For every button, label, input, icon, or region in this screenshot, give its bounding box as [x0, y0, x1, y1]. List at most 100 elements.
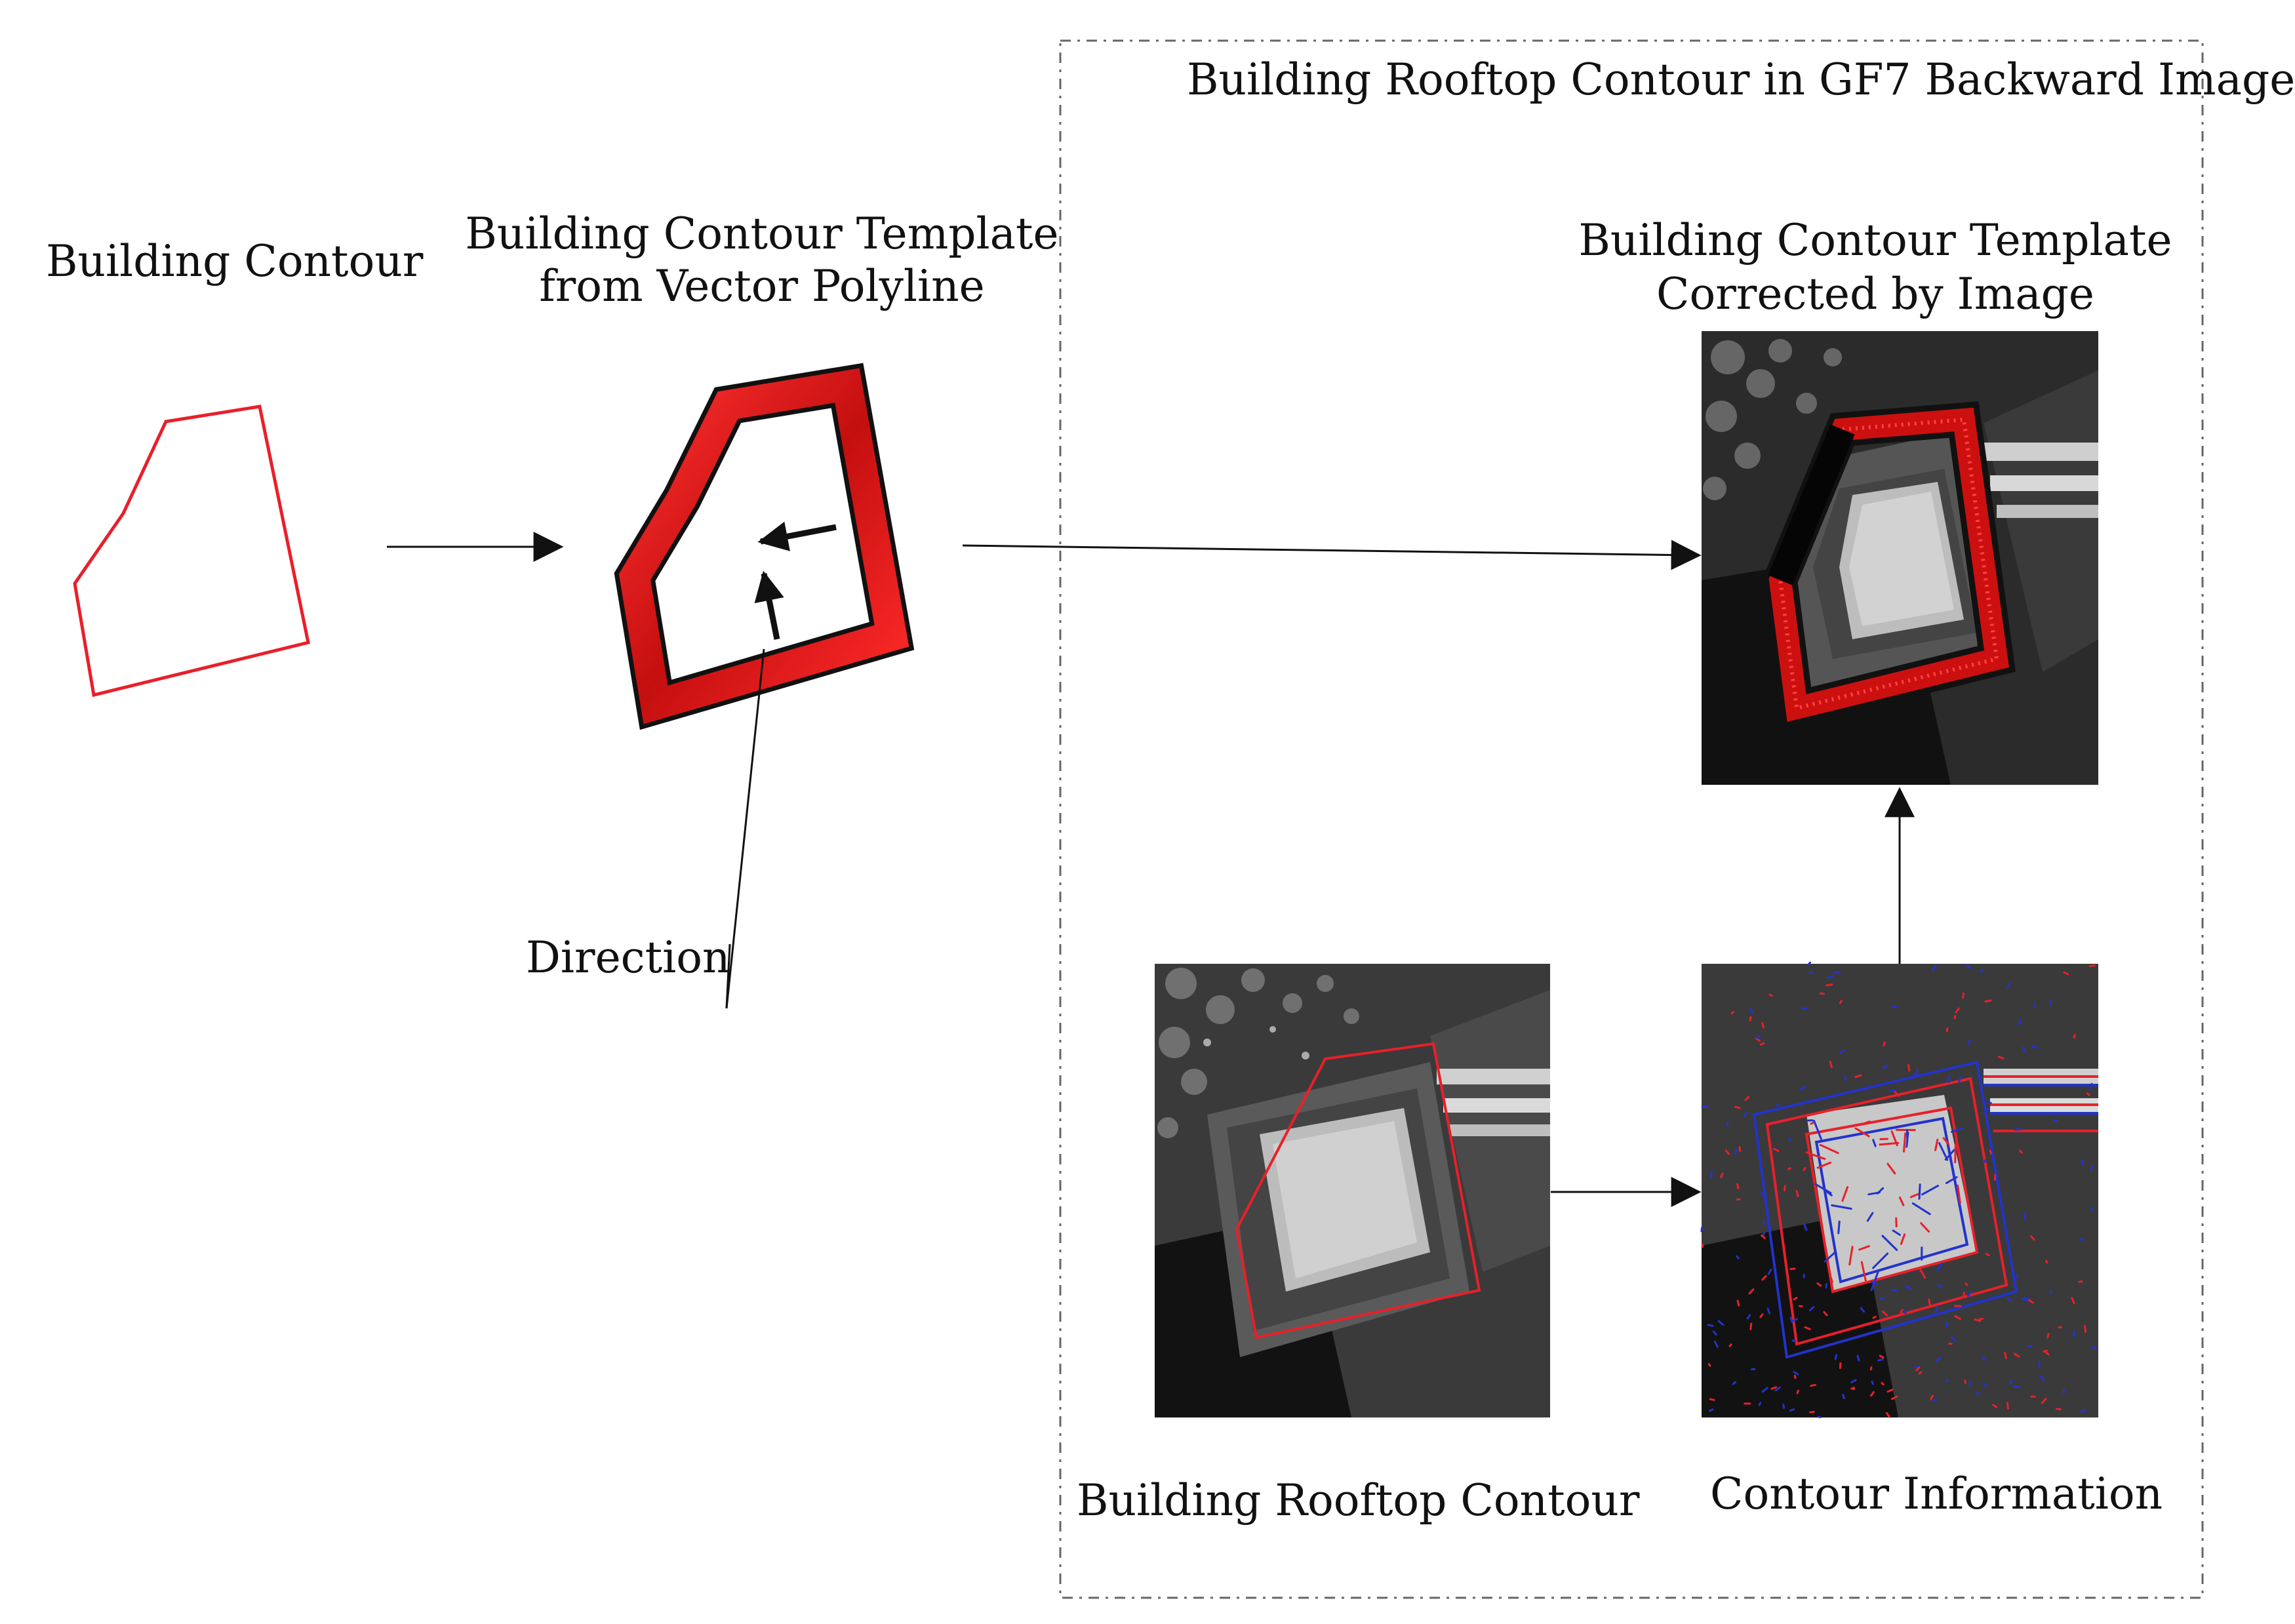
edge-fragment — [1761, 1234, 1766, 1239]
edge-fragment — [2058, 1326, 2062, 1329]
edge-fragment — [1760, 1191, 1764, 1197]
edge-fragment — [1946, 1379, 1949, 1383]
edge-fragment — [1776, 1103, 1780, 1107]
edge-fragment — [2071, 1297, 2075, 1305]
edge-fragment — [1854, 1127, 1870, 1138]
edge-fragment — [1920, 1222, 1930, 1233]
edge-fragment — [1944, 1149, 1956, 1161]
edge-fragment — [1860, 1120, 1871, 1126]
edge-fragment — [1957, 1184, 1961, 1204]
edge-fragment — [1763, 1221, 1766, 1225]
contour-template-shape — [614, 363, 915, 730]
edge-fragment — [1824, 1251, 1837, 1263]
edge-fragment — [2090, 1082, 2093, 1090]
edge-fragment — [1814, 1183, 1832, 1194]
edge-fragment — [1938, 1142, 1949, 1161]
edge-fragment — [1837, 1220, 1841, 1235]
edge-fragment — [1736, 1183, 1740, 1189]
edge-fragment — [1783, 1185, 1786, 1191]
edge-fragment — [1726, 1121, 1729, 1126]
edge-fragment — [1819, 1143, 1839, 1155]
edge-fragment — [1909, 1192, 1921, 1198]
edge-fragment — [1989, 1149, 1993, 1155]
edge-fragment — [1744, 1096, 1750, 1101]
edge-fragment — [1930, 1395, 1934, 1400]
edge-fragment — [2022, 1046, 2027, 1053]
edge-fragment — [1900, 1309, 1904, 1314]
edge-fragment — [2063, 971, 2069, 976]
edge-fragment — [1744, 1111, 1747, 1117]
edge-fragment — [1881, 1235, 1898, 1251]
edge-fragment — [1934, 1357, 1942, 1362]
edge-fragment — [1962, 992, 1965, 999]
edge-fragment — [1701, 1244, 1704, 1248]
edge-fragment — [1903, 1132, 1907, 1153]
edge-fragment — [1810, 1121, 1814, 1125]
edge-fragment — [1982, 1383, 1987, 1387]
edge-fragment — [1748, 1288, 1755, 1295]
edge-fragment — [1900, 1233, 1906, 1245]
edge-fragment — [1712, 1330, 1717, 1336]
edge-fragment — [1848, 1246, 1854, 1266]
edge-fragment — [1761, 1021, 1765, 1029]
edge-fragment — [1843, 1076, 1847, 1081]
edge-fragment — [1985, 1252, 1990, 1257]
rooftop-contour-image — [1155, 964, 1550, 1417]
edge-fragment — [1808, 1306, 1815, 1311]
edge-fragment — [2014, 1128, 2022, 1131]
edge-fragment — [1856, 1355, 1860, 1362]
edge-fragment — [2073, 1330, 2075, 1337]
edge-fragment — [1921, 1185, 1940, 1196]
edge-fragment — [1833, 971, 1841, 974]
edge-fragment — [2019, 1149, 2023, 1154]
edge-fragment — [2027, 1299, 2034, 1304]
edge-fragment — [1881, 1381, 1885, 1386]
edge-fragment — [1872, 1252, 1889, 1269]
edge-fragment — [1872, 1315, 1877, 1319]
edge-fragment — [1879, 1296, 1885, 1300]
edge-fragment — [1892, 1229, 1901, 1236]
edge-fragment — [1773, 1147, 1780, 1152]
edge-fragment — [1827, 975, 1834, 979]
edge-fragment — [1945, 1176, 1958, 1184]
edge-fragment — [1713, 1340, 1719, 1348]
edge-fragment — [1813, 1119, 1822, 1140]
edge-fragment — [1793, 1370, 1799, 1376]
edge-fragment — [1963, 1292, 1965, 1296]
edge-fragment — [1942, 1137, 1950, 1145]
edge-fragment — [1789, 1408, 1795, 1412]
edge-fragment — [1936, 1262, 1944, 1271]
corrected-template-image — [1702, 331, 2098, 785]
edge-fragment — [1867, 1191, 1881, 1196]
edge-fragment — [1976, 1391, 1980, 1396]
edge-fragment — [1793, 1318, 1798, 1322]
edge-fragment — [2090, 1207, 2094, 1211]
edge-fragment — [1758, 1402, 1762, 1406]
edge-fragment — [1919, 1267, 1926, 1279]
edge-fragment — [1992, 1404, 1998, 1408]
edge-fragment — [1736, 1255, 1740, 1259]
edge-fragment — [1984, 1107, 1991, 1111]
edge-fragment — [2073, 1034, 2076, 1039]
edge-fragment — [2080, 1408, 2086, 1413]
edge-fragment — [2045, 1351, 2050, 1356]
edge-fragment — [1829, 1277, 1833, 1283]
edge-fragment — [1770, 1386, 1778, 1390]
edge-fragment — [1854, 1074, 1862, 1079]
contour-information-image — [1700, 961, 2098, 1418]
edge-fragment — [2013, 1353, 2020, 1358]
diagram-graphics — [73, 39, 2204, 1599]
edge-fragment — [1842, 1394, 1845, 1400]
edge-fragment — [1808, 971, 1814, 974]
edge-fragment — [1730, 1011, 1734, 1015]
edge-fragment — [1886, 1412, 1890, 1418]
edge-fragment — [1869, 1391, 1875, 1397]
gf7-panel-title: Building Rooftop Contour in GF7 Backward… — [1187, 54, 2295, 105]
edge-fragment — [1965, 1282, 1968, 1286]
edge-fragment — [1914, 1365, 1919, 1368]
edge-fragment — [1898, 1197, 1905, 1206]
edge-fragment — [1931, 964, 1937, 971]
edge-fragment — [1982, 1355, 1986, 1360]
edge-fragment — [1759, 1313, 1764, 1318]
template-title-line2: from Vector Polyline — [539, 261, 985, 311]
